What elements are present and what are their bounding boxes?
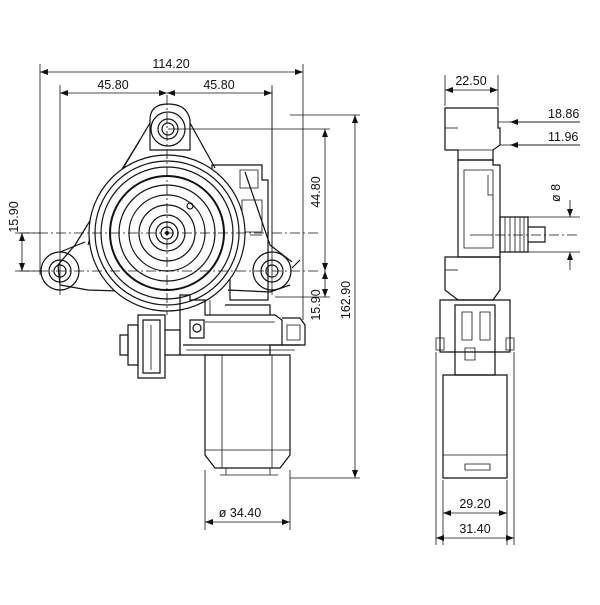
dim-side-offset-a: 18.86 xyxy=(548,107,579,121)
dim-side-offset-b: 11.96 xyxy=(548,130,578,144)
top-mount-lug xyxy=(149,103,191,151)
dim-lower-offset: 15.90 xyxy=(309,289,323,320)
dim-side-width-inner: 29.20 xyxy=(459,497,490,511)
dimension-lines xyxy=(19,69,358,525)
front-view: 114.20 45.80 45.80 44.80 15.90 162.90 15… xyxy=(7,57,360,530)
connector-housing xyxy=(119,314,181,379)
motor-can xyxy=(204,354,291,476)
dim-shaft-diameter: ø 8 xyxy=(549,184,563,202)
output-gear xyxy=(504,217,525,252)
dim-right-half: 45.80 xyxy=(203,78,234,92)
extension-lines xyxy=(15,64,360,530)
gearbox-lower xyxy=(179,294,306,356)
dim-overall-height: 162.90 xyxy=(339,281,353,319)
dim-vertical-spacing: 44.80 xyxy=(309,176,323,207)
dim-side-width-outer: 31.40 xyxy=(459,522,490,536)
dim-left-half: 45.80 xyxy=(97,78,128,92)
dim-mount-offset-left: 15.90 xyxy=(7,201,21,232)
dim-side-top-width: 22.50 xyxy=(455,74,486,88)
dim-overall-width: 114.20 xyxy=(152,57,189,71)
side-view: 22.50 18.86 11.96 ø 8 29.20 31.40 xyxy=(435,74,580,545)
dim-motor-diameter: ø 34.40 xyxy=(219,506,261,520)
